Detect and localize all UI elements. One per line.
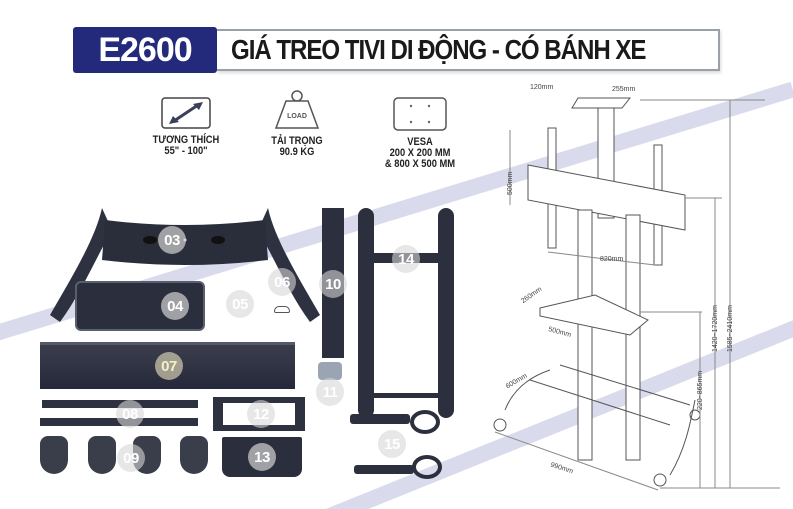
dim-plate-height: 500mm [507,171,514,195]
part-number-badge: 15 [378,430,406,458]
dim-top-bracket-width: 120mm [530,84,554,91]
part-number-badge: 12 [247,400,275,428]
stand-line-drawing [493,97,780,491]
page-header: E2600 GIÁ TREO TIVI DI ĐỘNG - CÓ BÁNH XE [73,27,720,73]
spec-label: TẢI TRỌNG [271,135,323,147]
part-number-badge: 07 [155,352,183,380]
part-mounting-plate: 07 [40,342,295,389]
part-clip: 06 [268,268,298,318]
dim-plate-width: 820mm [600,256,624,263]
part-vesa-brackets: 08 [40,396,200,432]
spec-load: LOAD TẢI TRỌNG 90.9 KG [262,88,332,158]
model-badge: E2600 [73,27,217,73]
clamp-ring-image [410,410,440,434]
clip-image [274,306,290,313]
spec-value: 200 X 200 MM [389,147,451,159]
dimension-diagram: 120mm 255mm 500mm 820mm 260mm 500mm 600m… [490,80,790,500]
part-number-badge: 08 [116,400,144,428]
diagonal-arrow-icon [161,97,211,129]
part-number-badge: 06 [268,268,296,296]
spec-compatibility: TƯƠNG THÍCH 55" - 100" [143,97,229,157]
part-upright-frame: 14 [358,208,460,418]
caster-wheel-image [88,436,116,474]
part-shelf-tray: 04 [75,281,205,331]
page-title-text: GIÁ TREO TIVI DI ĐỘNG - CÓ BÁNH XE [231,34,646,65]
part-number-badge: 10 [319,270,347,298]
part-shelf-plate: 13 [222,437,302,477]
caster-wheel-image [40,436,68,474]
dim-total-height: 1585~2410mm [727,305,734,352]
part-number-badge: 04 [161,292,189,320]
part-caster-wheels: 09 [40,436,220,478]
part-shelf-bracket: 12 [213,397,305,431]
part-hardware-kit: 11 [316,358,346,408]
clamp-image [354,465,414,474]
part-pole-clamps: 15 [350,410,450,500]
clamp-image [350,414,410,424]
spec-value: & 800 X 500 MM [384,158,456,170]
page-title: GIÁ TREO TIVI DI ĐỘNG - CÓ BÁNH XE [217,29,720,71]
part-center-column: 10 [319,208,347,358]
spec-value: 90.9 KG [279,146,315,158]
load-weight-icon: LOAD [274,90,320,129]
part-base-crossbar: 03 [40,200,330,330]
part-number-badge: 09 [117,444,145,472]
svg-text:LOAD: LOAD [287,113,307,120]
upright-crossbar-image [372,393,440,398]
caster-wheel-image [180,436,208,474]
vesa-plate-icon [393,97,447,131]
dim-top-bracket-depth: 255mm [612,86,636,93]
part-number-badge: 14 [392,245,420,273]
upright-left-image [358,208,374,418]
spec-vesa: VESA 200 X 200 MM & 800 X 500 MM [370,97,470,170]
part-number-badge: 03 [158,226,186,254]
dim-plate-height-range: 1420~1720mm [712,305,719,352]
dim-shelf-height: 220~865mm [697,370,704,410]
part-number-badge: 05 [226,290,254,318]
clamp-ring-image [412,455,442,479]
spec-label: TƯƠNG THÍCH [152,134,220,146]
part-number-badge: 11 [316,378,344,406]
part-number-badge: 13 [248,443,276,471]
shelf-tray-image [75,281,205,331]
hardware-image [318,362,342,380]
spec-value: 55" - 100" [164,145,208,157]
part-cable-ties: 05 [226,290,256,320]
spec-label: VESA [407,136,433,148]
upright-right-image [438,208,454,418]
